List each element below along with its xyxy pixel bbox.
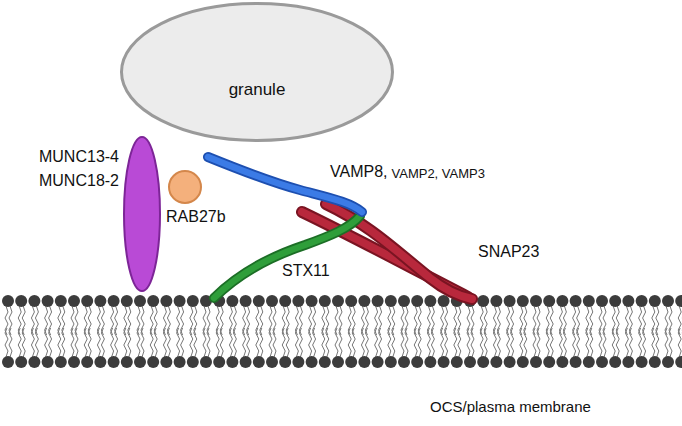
membrane-name: OCS/plasma membrane — [430, 398, 591, 415]
protein-name: VAMP2, VAMP3 — [392, 166, 485, 181]
stx11-protein — [214, 216, 360, 298]
protein-name: MUNC18-2 — [39, 172, 119, 190]
protein-name: granule — [120, 80, 394, 100]
protein-name: SNAP23 — [478, 243, 539, 261]
snap23-protein — [302, 204, 472, 299]
rab27b-protein: RAB27b — [168, 170, 202, 204]
node-outline — [168, 170, 202, 204]
granule-vesicle: granule — [120, 2, 394, 142]
protein-name: RAB27b — [166, 208, 226, 226]
node-outline — [120, 2, 394, 142]
protein-name: MUNC13-4 — [39, 148, 119, 166]
protein-name: STX11 — [282, 262, 330, 280]
lipid-bilayer — [2, 295, 682, 368]
node-outline — [123, 136, 161, 292]
protein-name: VAMP8, — [330, 163, 388, 181]
munc-complex: MUNC13-4MUNC18-2 — [123, 136, 161, 292]
